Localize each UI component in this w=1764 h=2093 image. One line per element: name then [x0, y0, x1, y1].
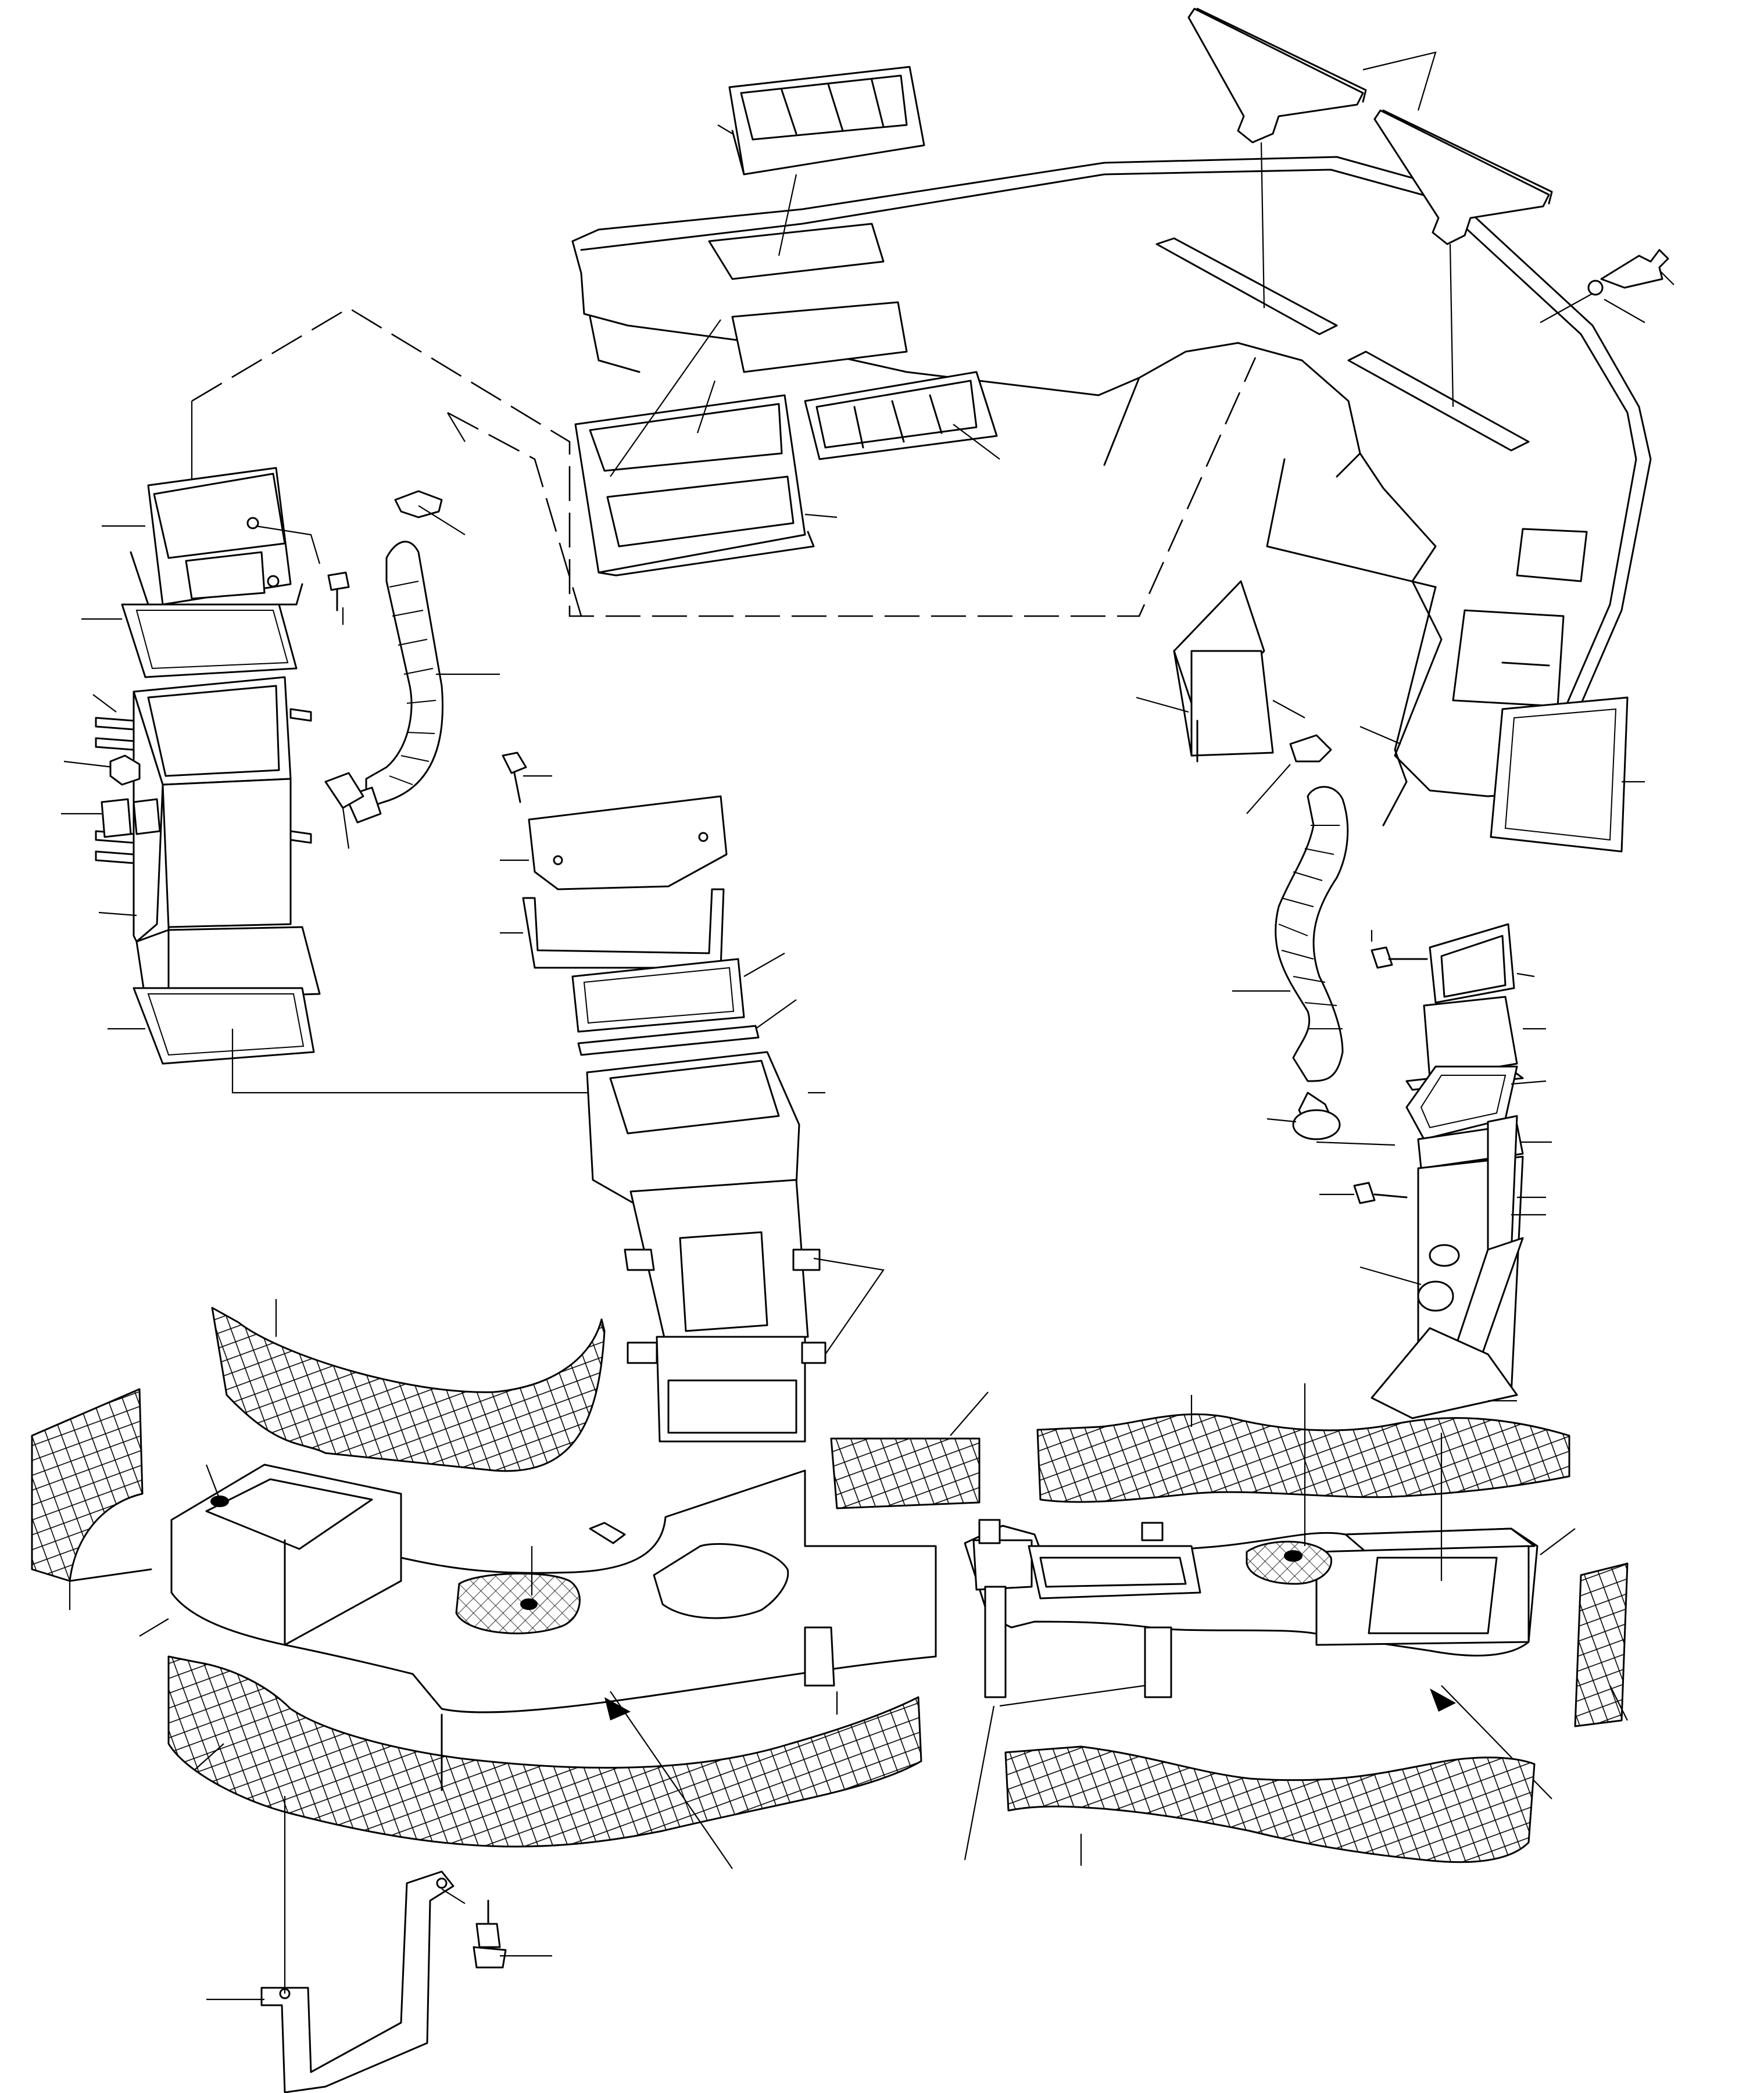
left-floor-bolt [473, 1899, 552, 1969]
right-insulation-block-small [830, 1391, 989, 1509]
left-floor-bracket [206, 1796, 466, 2093]
left-duct-gasket-upper [81, 603, 298, 678]
defroster-nozzle-upper [1187, 8, 1437, 309]
right-floor-duct-main [964, 1383, 1576, 1861]
left-side-insulation-panel [31, 1388, 152, 1610]
left-duct-column [61, 676, 321, 1001]
center-seal-strip [577, 999, 797, 1056]
center-gasket [571, 953, 785, 1033]
left-floor-duct-insulation-upper [211, 1299, 606, 1472]
right-floor-duct-insulation-lower [1004, 1745, 1536, 1866]
defroster-nozzle-lower [1373, 109, 1553, 407]
dashboard-panel [571, 156, 1652, 827]
right-screw-upper [1371, 930, 1428, 969]
right-flex-hose [1232, 734, 1396, 1146]
center-cover-plate [500, 795, 728, 890]
center-clamp-bracket [500, 888, 725, 969]
screw-left-upper [255, 525, 350, 625]
left-duct-outlet-upper [102, 467, 303, 606]
right-insulation-small-panel [1574, 1562, 1629, 1727]
left-floor-duct-main [139, 1464, 937, 1715]
right-floor-duct-insulation-upper [1036, 1395, 1570, 1503]
right-panel-gasket [1490, 696, 1645, 853]
center-riser-duct [586, 1051, 885, 1443]
left-floor-duct-insulation-lower [167, 1655, 922, 1869]
right-screw-lower [1319, 1182, 1408, 1204]
vent-outlet-center-left [574, 380, 838, 577]
flex-hose-left [324, 490, 500, 849]
vent-outlet-center-right [804, 371, 1000, 460]
right-gasket-ring [1405, 1065, 1547, 1140]
vent-grille-top [717, 66, 925, 256]
right-riser-outlet [1405, 923, 1546, 1091]
right-side-duct-box [1136, 580, 1401, 763]
center-screw [502, 752, 552, 803]
screw-top-right [1540, 249, 1674, 323]
